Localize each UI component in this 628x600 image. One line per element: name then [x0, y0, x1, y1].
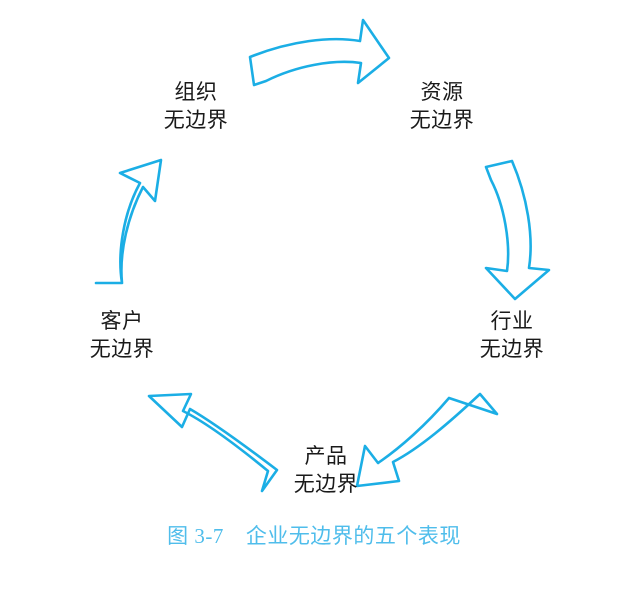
figure-caption-number: 图 3-7 — [167, 524, 224, 548]
arrow-product-to-customer — [147, 392, 279, 493]
node-industry-line2: 无边界 — [479, 337, 545, 362]
arrow-customer-to-organization — [94, 158, 163, 285]
node-label-organization: 组织 无边界 — [126, 78, 266, 135]
node-industry-line1: 行业 — [490, 309, 534, 333]
node-organization-line1: 组织 — [174, 80, 218, 104]
node-product-line2: 无边界 — [293, 472, 359, 497]
node-label-resource: 资源 无边界 — [372, 78, 512, 135]
node-label-product: 产品 无边界 — [256, 442, 396, 499]
arrow-resource-to-industry — [484, 159, 551, 301]
node-resource-line1: 资源 — [420, 80, 464, 104]
node-organization-line2: 无边界 — [163, 108, 229, 133]
node-customer-line2: 无边界 — [89, 337, 155, 362]
node-label-industry: 行业 无边界 — [442, 307, 582, 364]
figure-caption-title: 企业无边界的五个表现 — [245, 524, 461, 548]
arrow-industry-to-product — [355, 392, 499, 488]
node-label-customer: 客户 无边界 — [52, 307, 192, 364]
node-product-line1: 产品 — [304, 444, 348, 468]
node-customer-line1: 客户 — [100, 309, 144, 333]
figure-caption: 图 3-7 企业无边界的五个表现 — [0, 520, 628, 550]
node-resource-line2: 无边界 — [409, 108, 475, 133]
arrow-organization-to-resource — [248, 18, 391, 87]
